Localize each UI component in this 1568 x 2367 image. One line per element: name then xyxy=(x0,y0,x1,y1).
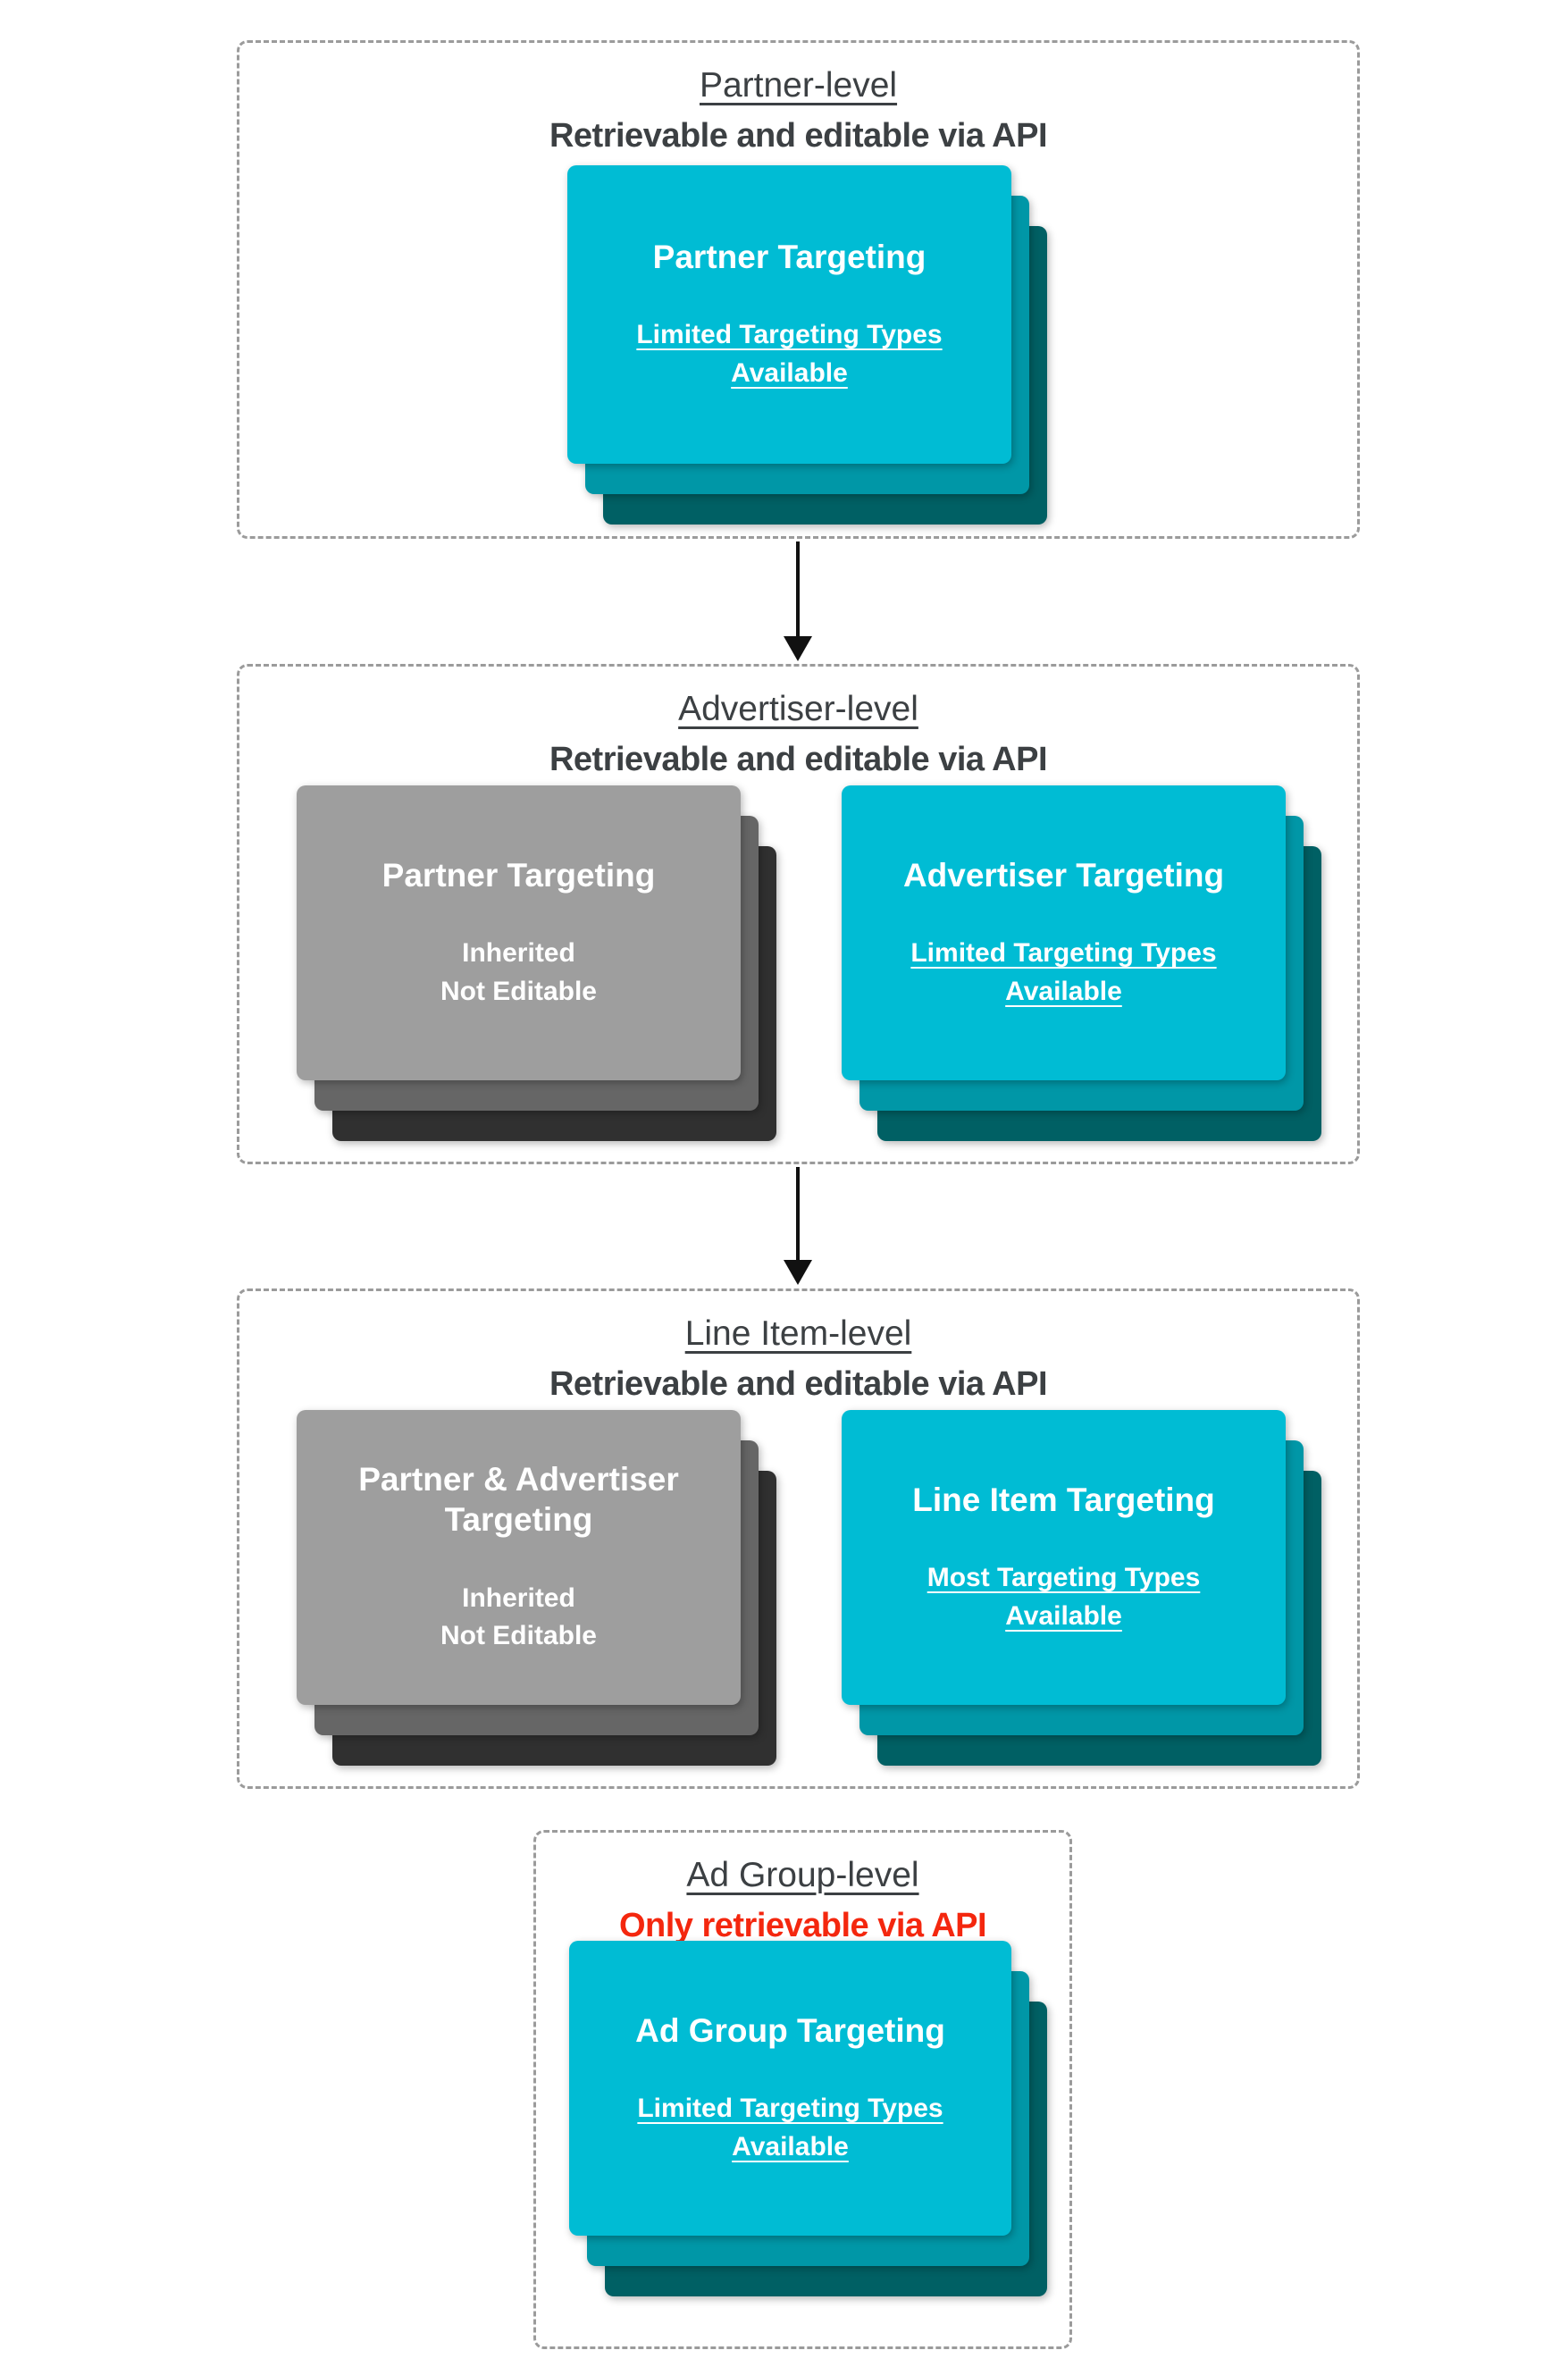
section-title: Advertiser-level xyxy=(678,690,918,728)
card-face: Partner & Advertiser Targeting Inherited… xyxy=(297,1410,741,1705)
flow-arrow-head xyxy=(784,1260,812,1285)
section-advertiser-level: Advertiser-level Retrievable and editabl… xyxy=(237,664,1360,1164)
card-face: Line Item Targeting Most Targeting Types… xyxy=(842,1410,1286,1705)
section-subtitle: Retrievable and editable via API xyxy=(549,741,1048,778)
text-line: Limited Targeting Types xyxy=(910,937,1217,968)
card-inherited-partner-targeting: Partner Targeting Inherited Not Editable xyxy=(297,785,776,1141)
card-face: Partner Targeting Inherited Not Editable xyxy=(297,785,741,1080)
card-body: Limited Targeting Types Available xyxy=(893,935,1234,1011)
section-title: Ad Group-level xyxy=(686,1856,919,1894)
card-body: Inherited Not Editable xyxy=(423,935,615,1011)
text-line: Targeting xyxy=(444,1501,593,1539)
text-line: Advertiser Targeting xyxy=(902,856,1225,894)
text-line: Partner Targeting xyxy=(652,238,927,275)
section-line-item-level: Line Item-level Retrievable and editable… xyxy=(237,1288,1360,1789)
card-face: Advertiser Targeting Limited Targeting T… xyxy=(842,785,1286,1080)
card-partner-targeting: Partner Targeting Limited Targeting Type… xyxy=(567,165,1047,525)
section-ad-group-level: Ad Group-level Only retrievable via API … xyxy=(533,1830,1072,2349)
card-body: Limited Targeting Types Available xyxy=(619,2090,960,2166)
text-line: Line Item Targeting xyxy=(912,1481,1215,1518)
section-header: Ad Group-level Only retrievable via API xyxy=(536,1856,1069,1945)
text-line: Ad Group Targeting xyxy=(635,2011,945,2049)
section-subtitle: Only retrievable via API xyxy=(618,1907,987,1944)
text-line: Limited Targeting Types xyxy=(636,319,943,349)
card-face: Ad Group Targeting Limited Targeting Typ… xyxy=(569,1941,1011,2236)
flow-arrow-partner-to-advertiser xyxy=(796,541,800,638)
text-line: Partner & Advertiser xyxy=(358,1461,679,1498)
section-partner-level: Partner-level Retrievable and editable v… xyxy=(237,40,1360,539)
flow-arrow-advertiser-to-lineitem xyxy=(796,1167,800,1262)
card-title: Partner Targeting xyxy=(365,855,674,895)
text-line: Available xyxy=(731,357,848,388)
section-subtitle: Retrievable and editable via API xyxy=(549,1365,1048,1403)
card-inherited-partner-advertiser-targeting: Partner & Advertiser Targeting Inherited… xyxy=(297,1410,776,1766)
text-line: Not Editable xyxy=(440,1621,597,1651)
text-line: Limited Targeting Types xyxy=(637,2093,943,2123)
card-line-item-targeting: Line Item Targeting Most Targeting Types… xyxy=(842,1410,1321,1766)
text-line: Available xyxy=(1005,1600,1122,1631)
flow-arrow-head xyxy=(784,636,812,661)
card-advertiser-targeting: Advertiser Targeting Limited Targeting T… xyxy=(842,785,1321,1141)
card-body: Inherited Not Editable xyxy=(423,1580,615,1656)
card-title: Advertiser Targeting xyxy=(885,855,1242,895)
card-face: Partner Targeting Limited Targeting Type… xyxy=(567,165,1011,464)
section-title: Partner-level xyxy=(699,66,898,105)
text-line: Partner Targeting xyxy=(382,856,656,894)
text-line: Most Targeting Types xyxy=(927,1562,1201,1592)
section-title: Line Item-level xyxy=(684,1314,912,1353)
text-line: Not Editable xyxy=(440,976,597,1006)
section-header: Advertiser-level Retrievable and editabl… xyxy=(239,690,1357,779)
card-title: Ad Group Targeting xyxy=(617,2010,963,2051)
section-subtitle: Retrievable and editable via API xyxy=(549,117,1048,155)
card-body: Most Targeting Types Available xyxy=(910,1559,1219,1635)
card-body: Limited Targeting Types Available xyxy=(618,316,960,392)
card-ad-group-targeting: Ad Group Targeting Limited Targeting Typ… xyxy=(569,1941,1047,2296)
section-header: Partner-level Retrievable and editable v… xyxy=(239,66,1357,155)
text-line: Available xyxy=(732,2131,849,2161)
card-title: Partner & Advertiser Targeting xyxy=(340,1459,697,1540)
text-line: Inherited xyxy=(462,1582,575,1613)
text-line: Inherited xyxy=(462,937,575,968)
section-header: Line Item-level Retrievable and editable… xyxy=(239,1314,1357,1404)
card-title: Partner Targeting xyxy=(635,237,944,277)
card-title: Line Item Targeting xyxy=(894,1480,1233,1520)
text-line: Available xyxy=(1005,976,1122,1006)
